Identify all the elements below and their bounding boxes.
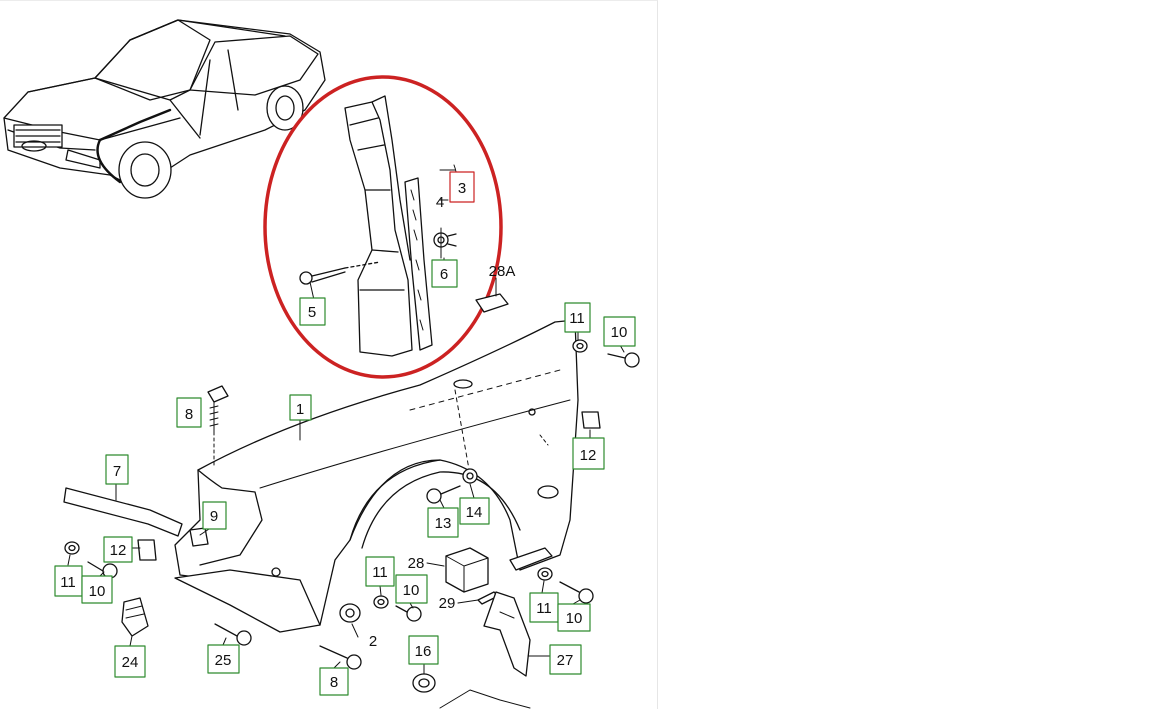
callout-2: 2 <box>369 633 377 650</box>
washer-icon <box>64 339 588 609</box>
callout-box-3 <box>449 171 475 203</box>
callout-28: 28 <box>408 555 425 572</box>
callout-box-10b <box>603 316 636 347</box>
callout-box-7 <box>105 454 129 485</box>
callout-14: 14 <box>466 504 483 521</box>
callout-box-10c <box>395 574 428 604</box>
callout-box-11b <box>564 302 591 333</box>
trim-strip-icon <box>63 487 183 537</box>
callout-12-left: 12 <box>110 542 127 559</box>
callout-box-16 <box>408 635 439 665</box>
callout-13: 13 <box>435 515 452 532</box>
screw-icon <box>87 352 640 670</box>
callout-10-top-right: 10 <box>611 324 628 341</box>
bolt-icon <box>207 385 229 466</box>
bracket-icon <box>344 95 413 357</box>
diagram-panel <box>0 0 658 709</box>
leader-lines <box>67 257 625 675</box>
callout-11-top-right: 11 <box>569 310 585 327</box>
callout-7: 7 <box>113 463 121 480</box>
callout-29: 29 <box>439 595 456 612</box>
callout-box-10d <box>557 603 591 632</box>
block-icon <box>445 547 489 593</box>
callout-4: 4 <box>436 194 444 211</box>
callout-box-9 <box>202 501 227 530</box>
callout-box-8b <box>319 667 349 696</box>
pad-icon <box>475 293 509 313</box>
callout-box-10a <box>81 575 113 604</box>
callout-box-14 <box>459 497 490 525</box>
bumper-stop-icon <box>121 597 149 637</box>
callout-11-center: 11 <box>372 564 388 581</box>
callout-3: 3 <box>458 180 466 197</box>
callout-9: 9 <box>210 508 218 525</box>
callout-11-lower-right: 11 <box>536 600 552 617</box>
callout-box-12b <box>572 437 605 470</box>
callout-box-25 <box>207 644 240 674</box>
callout-5: 5 <box>308 304 316 321</box>
bolt-icon <box>299 261 381 285</box>
support-bracket-icon <box>483 591 531 677</box>
callout-10-center: 10 <box>403 582 420 599</box>
nut-icon <box>137 411 601 693</box>
callout-box-13 <box>427 507 459 538</box>
callout-6: 6 <box>440 266 448 283</box>
callout-box-6 <box>431 259 458 288</box>
callout-16: 16 <box>415 643 432 660</box>
callout-box-1 <box>289 394 312 421</box>
callout-1: 1 <box>296 401 304 418</box>
callout-8-top: 8 <box>185 406 193 423</box>
seal-strip-icon <box>404 177 433 351</box>
callout-10-lower-right: 10 <box>566 610 583 627</box>
callout-box-24 <box>114 645 146 678</box>
highlight-circle <box>263 75 503 379</box>
callout-28a: 28A <box>489 263 516 280</box>
fender-icon <box>174 319 579 633</box>
callout-box-12a <box>103 536 133 563</box>
callout-box-8a <box>176 397 202 428</box>
callout-24: 24 <box>122 654 139 671</box>
callout-box-5 <box>299 297 326 326</box>
callout-box-11c <box>365 556 395 587</box>
callout-11-left: 11 <box>60 574 76 591</box>
car-icon <box>3 19 326 199</box>
callout-27: 27 <box>557 652 574 669</box>
callout-10-left: 10 <box>89 583 106 600</box>
callout-25: 25 <box>215 652 232 669</box>
callout-12-right: 12 <box>580 447 597 464</box>
callout-8-bottom: 8 <box>330 674 338 691</box>
callout-box-27 <box>549 644 582 675</box>
